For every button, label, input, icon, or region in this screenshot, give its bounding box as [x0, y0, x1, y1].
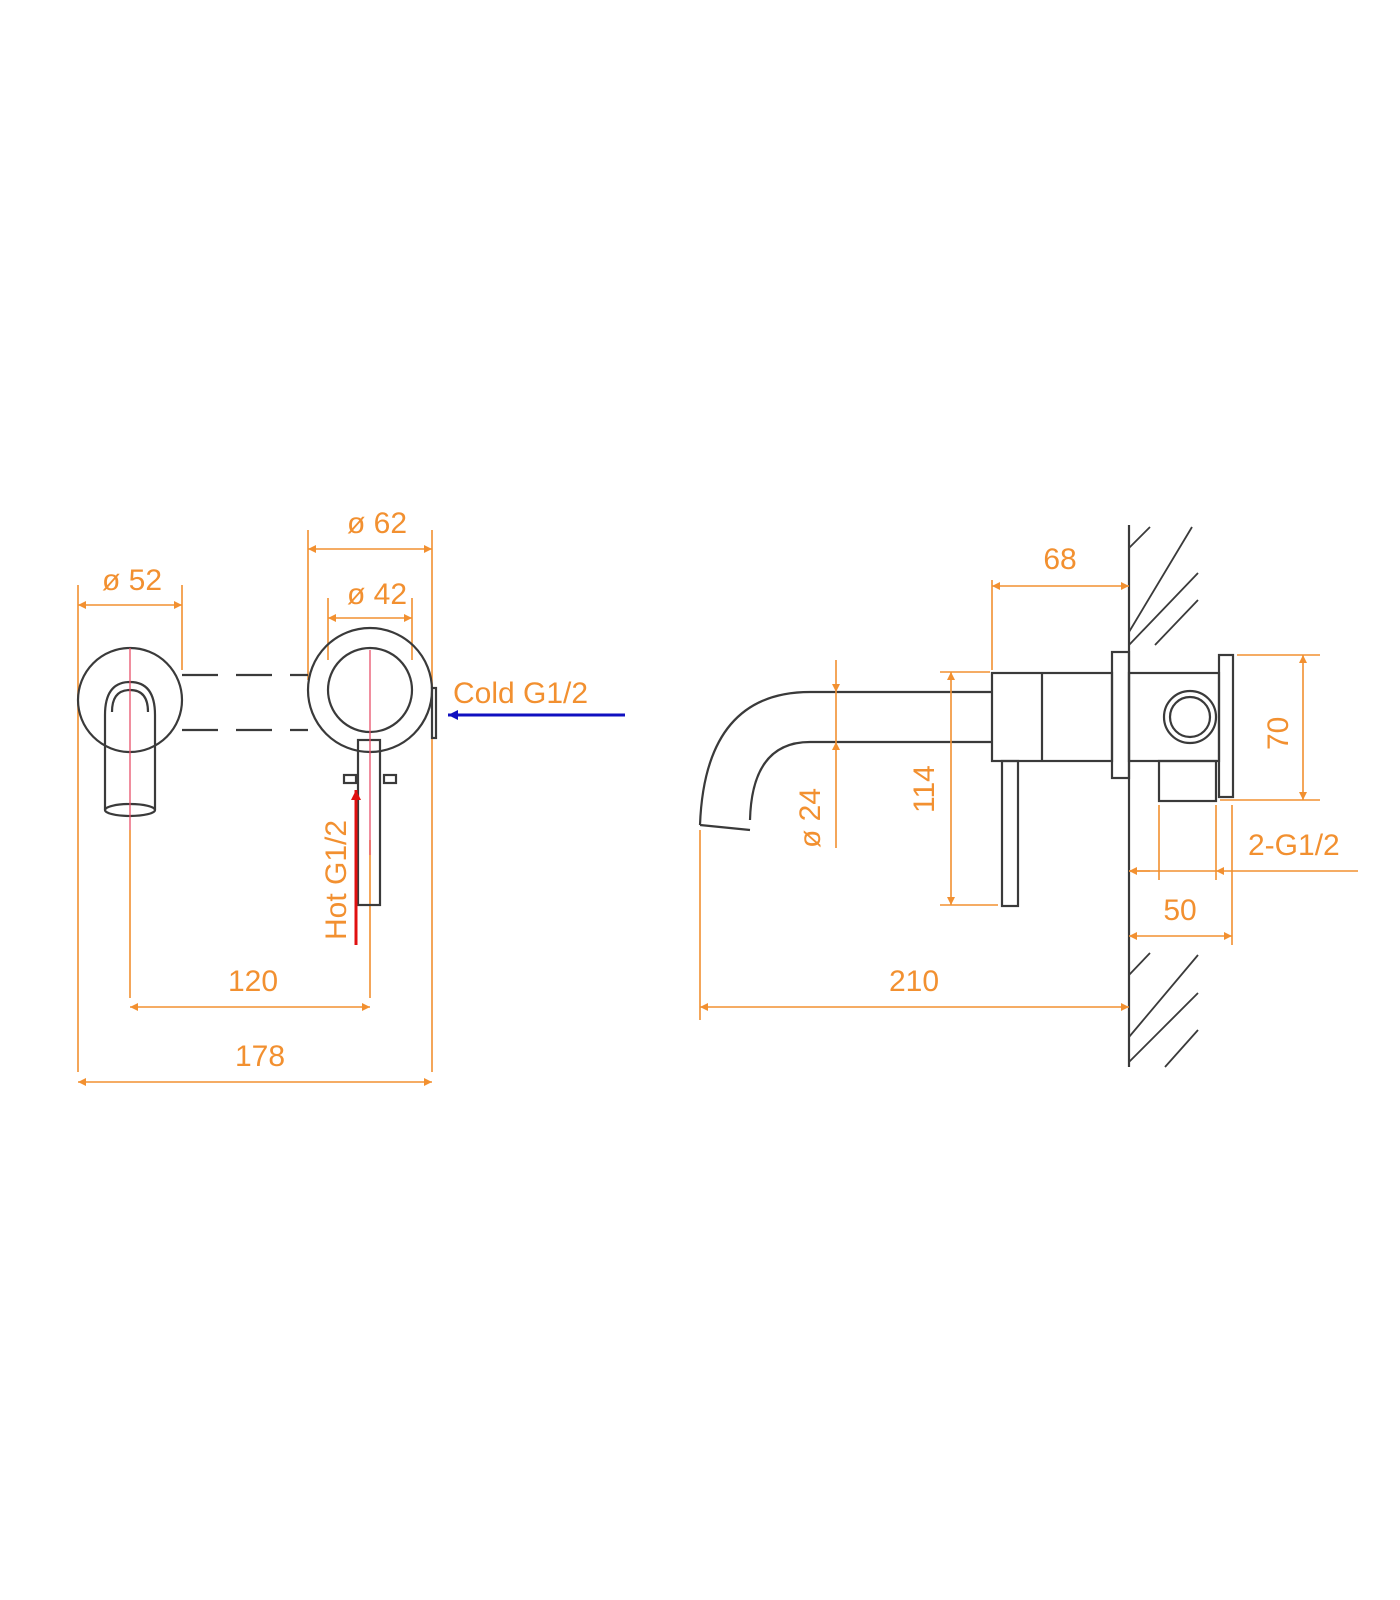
- dim-label-62: ø 62: [347, 507, 407, 540]
- front-view: Cold G1/2 Hot G1/2 ø 52 ø 62 ø 42 120 17…: [76, 507, 625, 1086]
- dim-label-70: 70: [1262, 717, 1295, 750]
- dim-label-24: ø 24: [794, 788, 827, 848]
- spout: [698, 690, 992, 832]
- dim-label-68: 68: [1043, 543, 1076, 576]
- dim-label-50: 50: [1163, 894, 1196, 927]
- cold-inlet-label: Cold G1/2: [453, 677, 588, 710]
- mixer-body: [990, 650, 1235, 908]
- dim-label-42: ø 42: [347, 578, 407, 611]
- dashed-connection: [182, 673, 308, 732]
- dim-label-52: ø 52: [102, 564, 162, 597]
- dim-label-178: 178: [235, 1040, 285, 1073]
- extension-lines: [77, 530, 433, 1072]
- side-view: 68 ø 24 114 70 2-G1/2 50 210: [698, 525, 1358, 1068]
- dim-label-120: 120: [228, 965, 278, 998]
- wall: [1127, 525, 1199, 1068]
- hot-inlet-label: Hot G1/2: [320, 820, 353, 940]
- dim-label-210: 210: [889, 965, 939, 998]
- dim-label-2g12: 2-G1/2: [1248, 829, 1340, 862]
- dim-label-114: 114: [908, 765, 941, 813]
